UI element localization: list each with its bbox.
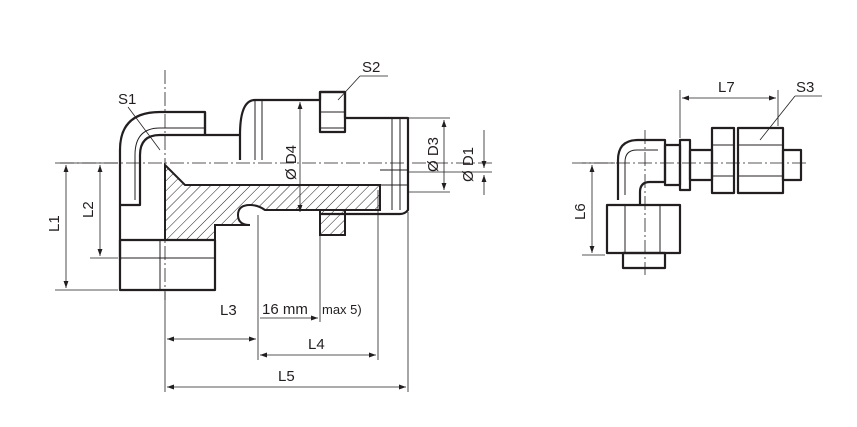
label-max5: max 5)	[322, 302, 362, 317]
right-bottom-nut	[605, 203, 682, 255]
label-d4: Ø D4	[283, 145, 300, 180]
right-collar-2	[678, 138, 692, 192]
label-16mm: 16 mm	[262, 301, 308, 318]
right-hex	[710, 126, 736, 195]
right-elbow-inner	[624, 149, 658, 195]
right-fitting-view: L6 L7 S3	[572, 79, 822, 275]
label-l4: L4	[308, 336, 325, 353]
label-d3: Ø D3	[425, 137, 442, 172]
label-l7: L7	[718, 79, 735, 96]
bottom-thread-block	[118, 238, 217, 292]
label-l5: L5	[278, 368, 295, 385]
label-s2: S2	[362, 59, 380, 76]
label-l1: L1	[46, 215, 63, 232]
hatched-body-section	[164, 162, 381, 241]
label-l2: L2	[80, 201, 97, 218]
label-s3: S3	[796, 79, 814, 96]
right-tube-stub	[688, 148, 714, 182]
label-l6: L6	[572, 203, 589, 220]
elbow-inner-bend	[134, 127, 205, 200]
nut-s2-lower-section	[319, 209, 346, 236]
right-collar	[663, 143, 682, 187]
right-nut-s3	[736, 126, 785, 195]
s3-leader	[759, 95, 796, 141]
s2-leader	[337, 75, 361, 101]
label-d1: Ø D1	[460, 147, 477, 182]
s1-leader	[127, 106, 161, 151]
right-bottom-tube	[621, 251, 667, 270]
label-l3: L3	[220, 302, 237, 319]
right-tube-end	[781, 148, 803, 182]
left-fitting-view: S1 S2 L1 L2 Ø D4 Ø D3 Ø D1 L3 16 mm max …	[46, 59, 492, 392]
label-s1: S1	[118, 91, 136, 108]
